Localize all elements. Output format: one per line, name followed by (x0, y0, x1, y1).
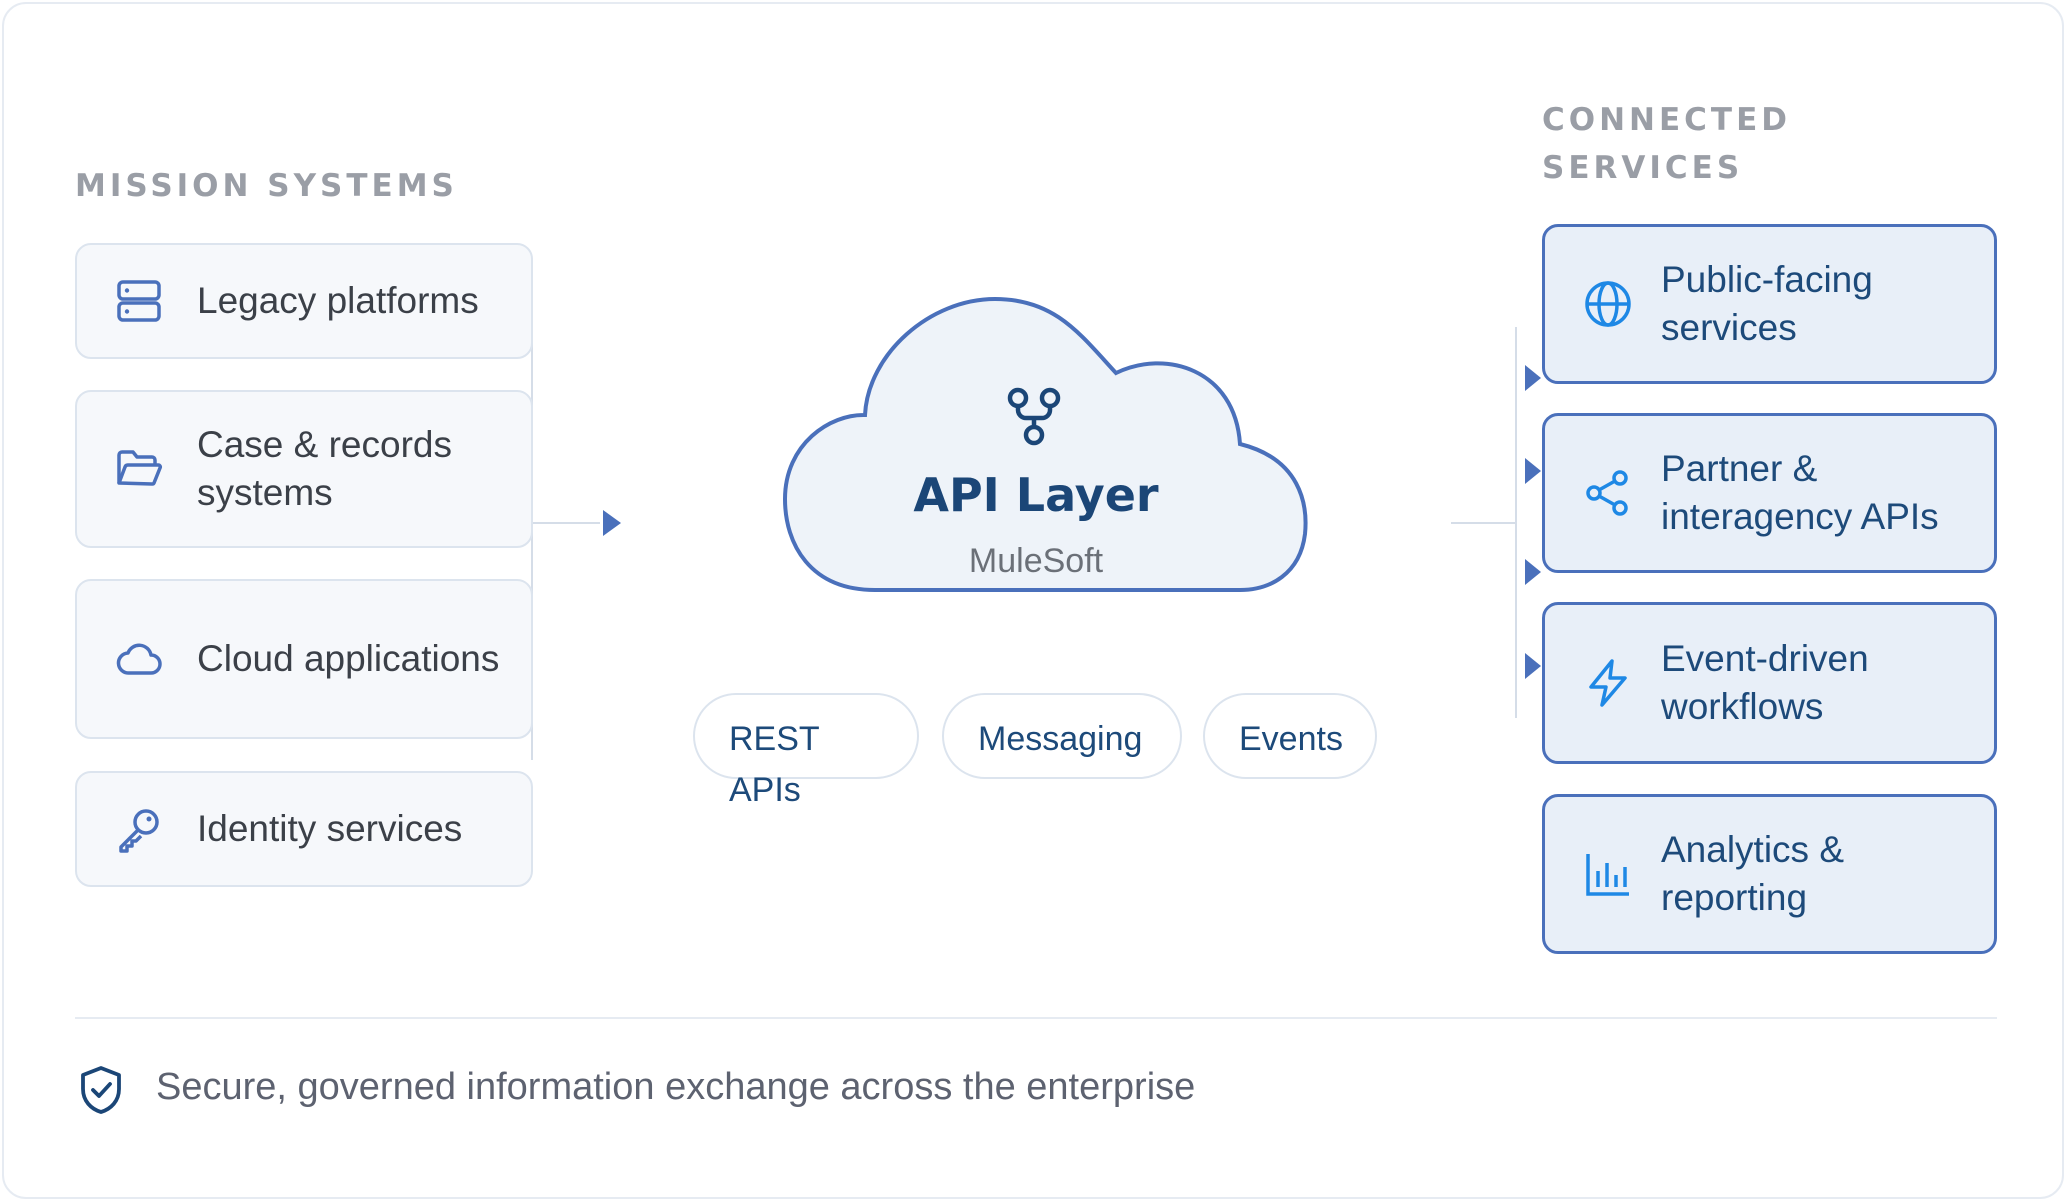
cloud-icon (115, 635, 163, 683)
footer-text: Secure, governed information exchange ac… (156, 1066, 1196, 1108)
api-layer-title: API Layer (913, 468, 1159, 522)
mulesoft-subtitle: MuleSoft (968, 542, 1104, 580)
right-card-public-facing: Public-facing services (1542, 224, 1997, 384)
left-card-label: Cloud applications (197, 638, 500, 679)
pill-messaging: Messaging (942, 693, 1182, 779)
left-card-label: Identity services (197, 808, 463, 849)
right-card-label: Analytics & reporting (1661, 829, 1845, 918)
left-arrow (603, 510, 621, 536)
api-layer-cloud (782, 296, 1308, 592)
left-card-label: Legacy platforms (197, 280, 479, 321)
right-arrow-3 (1525, 559, 1541, 585)
right-arrow-1 (1525, 365, 1541, 391)
key-icon (115, 805, 163, 853)
mission-systems-title: MISSION SYSTEMS (75, 168, 458, 204)
right-card-label: Partner & interagency APIs (1661, 448, 1939, 537)
connected-services-title-line2: SERVICES (1542, 150, 1744, 186)
pill-label: Events (1239, 720, 1343, 758)
server-icon (115, 277, 163, 325)
right-card-event-driven: Event-driven workflows (1542, 602, 1997, 764)
right-card-partner-apis: Partner & interagency APIs (1542, 413, 1997, 573)
left-card-legacy-platforms: Legacy platforms (75, 243, 533, 359)
right-arrow-2 (1525, 458, 1541, 484)
left-card-identity-services: Identity services (75, 771, 533, 887)
connected-services-title-line1: CONNECTED (1542, 102, 1791, 138)
right-arrow-4 (1525, 653, 1541, 679)
left-card-case-records: Case & records systems (75, 390, 533, 548)
pill-label: Messaging (978, 720, 1143, 758)
right-card-label: Event-driven workflows (1661, 638, 1869, 727)
pill-rest-apis: REST APIs (693, 693, 919, 809)
git-merge-icon (1002, 385, 1066, 449)
lightning-icon (1583, 658, 1633, 708)
pill-events: Events (1203, 693, 1377, 779)
left-card-label: Case & records systems (197, 424, 452, 513)
globe-icon (1583, 279, 1633, 329)
shield-check-icon (78, 1065, 124, 1115)
share-icon (1583, 468, 1633, 518)
bar-chart-icon (1583, 849, 1633, 899)
right-card-analytics: Analytics & reporting (1542, 794, 1997, 954)
left-card-cloud-applications: Cloud applications (75, 579, 533, 739)
right-card-label: Public-facing services (1661, 259, 1873, 348)
folder-open-icon (115, 445, 163, 493)
footer-divider (75, 1017, 1997, 1019)
pill-label: REST APIs (729, 720, 820, 809)
